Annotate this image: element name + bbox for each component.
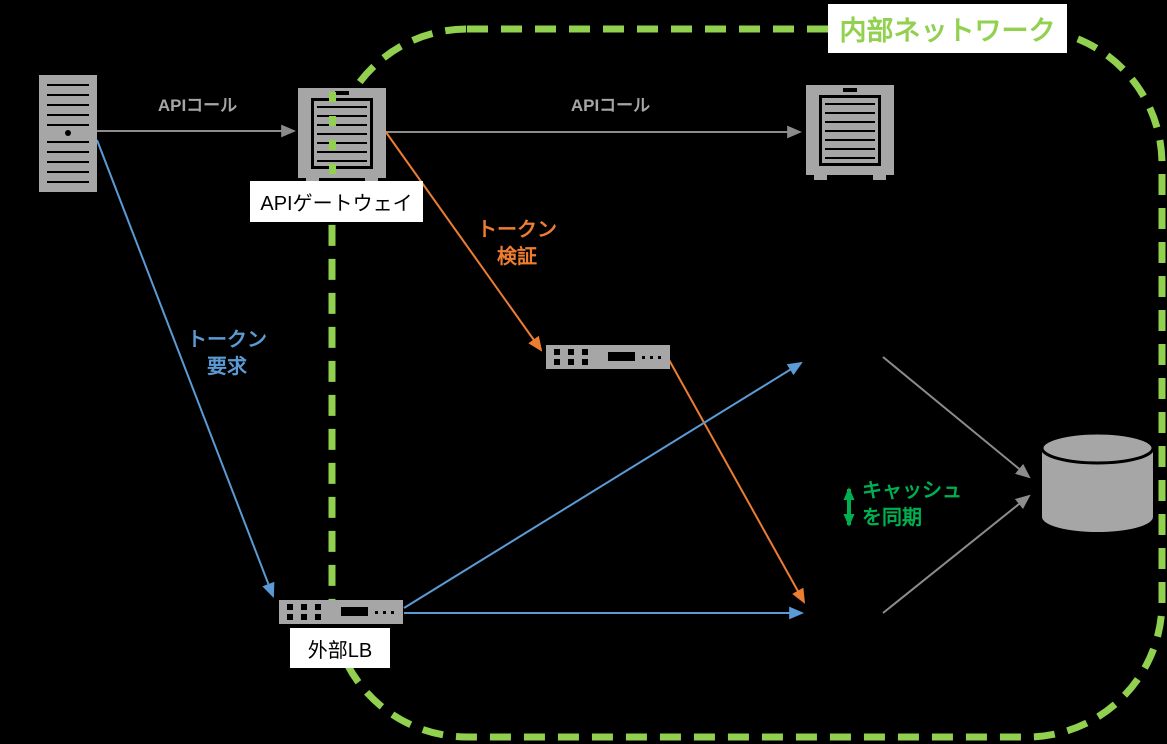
server-slot (335, 91, 349, 95)
server-vents (317, 106, 367, 162)
token-request-arrow-client-to-external-lb (96, 139, 275, 598)
boundary-dash (329, 92, 336, 102)
client-server-icon (39, 75, 97, 192)
external-lb-label: 外部LB (290, 628, 390, 668)
external-lb-icon (279, 600, 403, 624)
token-verify-line2: 検証 (497, 246, 537, 268)
api-call-label-2: APIコール (570, 96, 651, 115)
token-verify-label: トークン 検証 (462, 217, 572, 271)
cache-sync-line2: を同期 (862, 507, 922, 529)
db-arrow-lower (882, 494, 1031, 614)
server-power-dot (65, 130, 71, 136)
server-foot (873, 175, 886, 180)
api-call-label-1: APIコール (157, 96, 238, 115)
server-vents (825, 103, 875, 159)
token-request-label: トークン 要求 (172, 327, 282, 381)
server-panel (819, 95, 881, 166)
cache-sync-line1: キャッシュ (862, 480, 962, 502)
token-request-line2: 要求 (207, 356, 247, 378)
server-foot (306, 178, 319, 183)
boundary-dash (329, 140, 336, 150)
boundary-dash (329, 164, 336, 174)
cache-sync-label: キャッシュ を同期 (862, 478, 992, 532)
token-verify-arrow-gateway-to-lb (382, 127, 543, 352)
token-verify-arrow-lb-down (667, 357, 806, 604)
api-gateway-icon (298, 88, 386, 183)
api-gateway-label: APIゲートウェイ (250, 181, 423, 222)
server-foot (365, 178, 378, 183)
server-foot (814, 175, 827, 180)
token-request-arrow-external-lb-up (403, 361, 803, 609)
server-slot (843, 88, 857, 92)
boundary-dash (329, 116, 336, 126)
internal-network-label: 内部ネットワーク (828, 4, 1067, 53)
database-icon (1040, 431, 1155, 532)
internal-server-icon (806, 85, 894, 180)
internal-network-boundary (328, 25, 1166, 741)
server-vents (47, 141, 89, 187)
token-verify-line1: トークン (477, 219, 557, 241)
server-panel (311, 98, 373, 169)
db-arrow-upper (882, 356, 1031, 479)
token-request-line1: トークン (187, 329, 267, 351)
server-vents (47, 84, 89, 130)
token-lb-icon (546, 345, 670, 369)
